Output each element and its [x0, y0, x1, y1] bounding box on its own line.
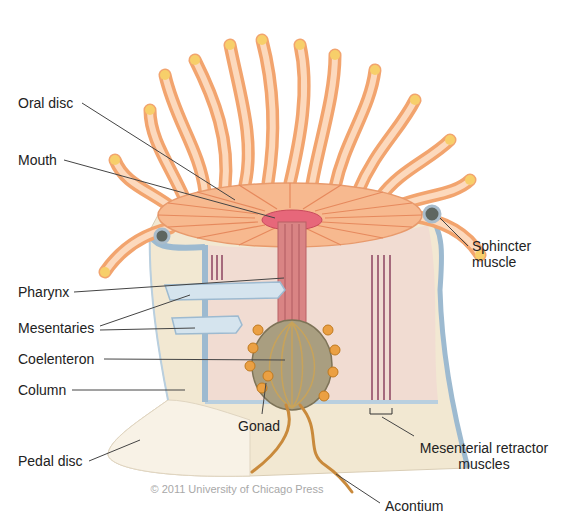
part-label: Mesentaries	[18, 320, 94, 336]
body-wall	[428, 215, 468, 468]
sphincter-muscle	[424, 206, 440, 222]
leader-lines	[336, 474, 380, 503]
tentacles	[312, 55, 335, 184]
leader-lines	[382, 417, 414, 436]
part-label: Column	[18, 382, 66, 398]
leader-lines	[89, 440, 140, 461]
tentacles	[358, 100, 415, 192]
leader-lines	[82, 103, 235, 200]
pharynx-folds	[285, 224, 299, 336]
gonads	[263, 371, 273, 381]
leader-lines	[72, 390, 185, 391]
tentacles	[312, 55, 335, 184]
tentacles	[465, 175, 475, 185]
tentacles	[412, 216, 480, 255]
leader-lines	[100, 328, 195, 330]
tentacles	[262, 40, 273, 183]
tentacles	[410, 95, 420, 105]
gonads	[253, 325, 263, 335]
copyright-watermark: © 2011 University of Chicago Press	[151, 482, 324, 496]
tentacles	[257, 35, 267, 45]
gonads	[319, 391, 329, 401]
pedal-disc	[108, 400, 250, 476]
tentacles	[110, 155, 120, 165]
gonads	[323, 325, 333, 335]
leader-lines	[262, 383, 266, 414]
part-label: Mesenterial retractor muscles	[410, 440, 558, 472]
tentacles	[290, 45, 304, 183]
body-wall	[150, 230, 168, 400]
leader-lines	[64, 103, 468, 503]
tentacles	[190, 55, 200, 65]
tentacles	[100, 267, 110, 277]
leader-lines	[104, 359, 285, 360]
part-label: Oral disc	[18, 95, 73, 111]
tentacles	[412, 216, 480, 255]
tentacles	[330, 50, 340, 60]
tentacles	[445, 135, 455, 145]
bracket	[370, 408, 392, 414]
tentacles	[290, 45, 304, 183]
tentacles	[230, 45, 248, 185]
tentacles	[295, 40, 305, 50]
gonads	[330, 345, 340, 355]
tentacles	[165, 75, 205, 192]
leader-lines	[64, 160, 275, 218]
mesenterial-filaments	[270, 322, 315, 408]
gonads	[328, 367, 338, 377]
tentacles	[380, 140, 450, 198]
mesentery-slab	[172, 316, 242, 334]
part-label: Mouth	[18, 152, 57, 168]
sphincter-muscle	[155, 229, 169, 243]
tentacles	[145, 105, 155, 115]
tentacles	[105, 228, 170, 272]
tentacles	[105, 228, 170, 272]
leader-lines	[74, 278, 284, 292]
gonads	[248, 343, 258, 353]
tentacles	[370, 65, 380, 75]
gonads	[245, 361, 255, 371]
tentacles	[230, 45, 248, 185]
part-label: Pedal disc	[18, 453, 83, 469]
tentacles	[195, 60, 226, 188]
part-label: Acontium	[385, 498, 443, 514]
acontium-thread	[252, 405, 289, 472]
tentacles	[262, 40, 273, 183]
tentacles	[225, 40, 235, 50]
tentacles	[160, 70, 170, 80]
part-label: Coelenteron	[18, 351, 94, 367]
part-label: Pharynx	[18, 284, 69, 300]
leader-lines	[440, 218, 468, 246]
gonads	[245, 325, 340, 401]
part-label: Gonad	[238, 418, 280, 434]
part-label: Sphincter muscle	[472, 238, 560, 270]
column-body	[108, 212, 468, 476]
leader-lines	[100, 295, 190, 326]
